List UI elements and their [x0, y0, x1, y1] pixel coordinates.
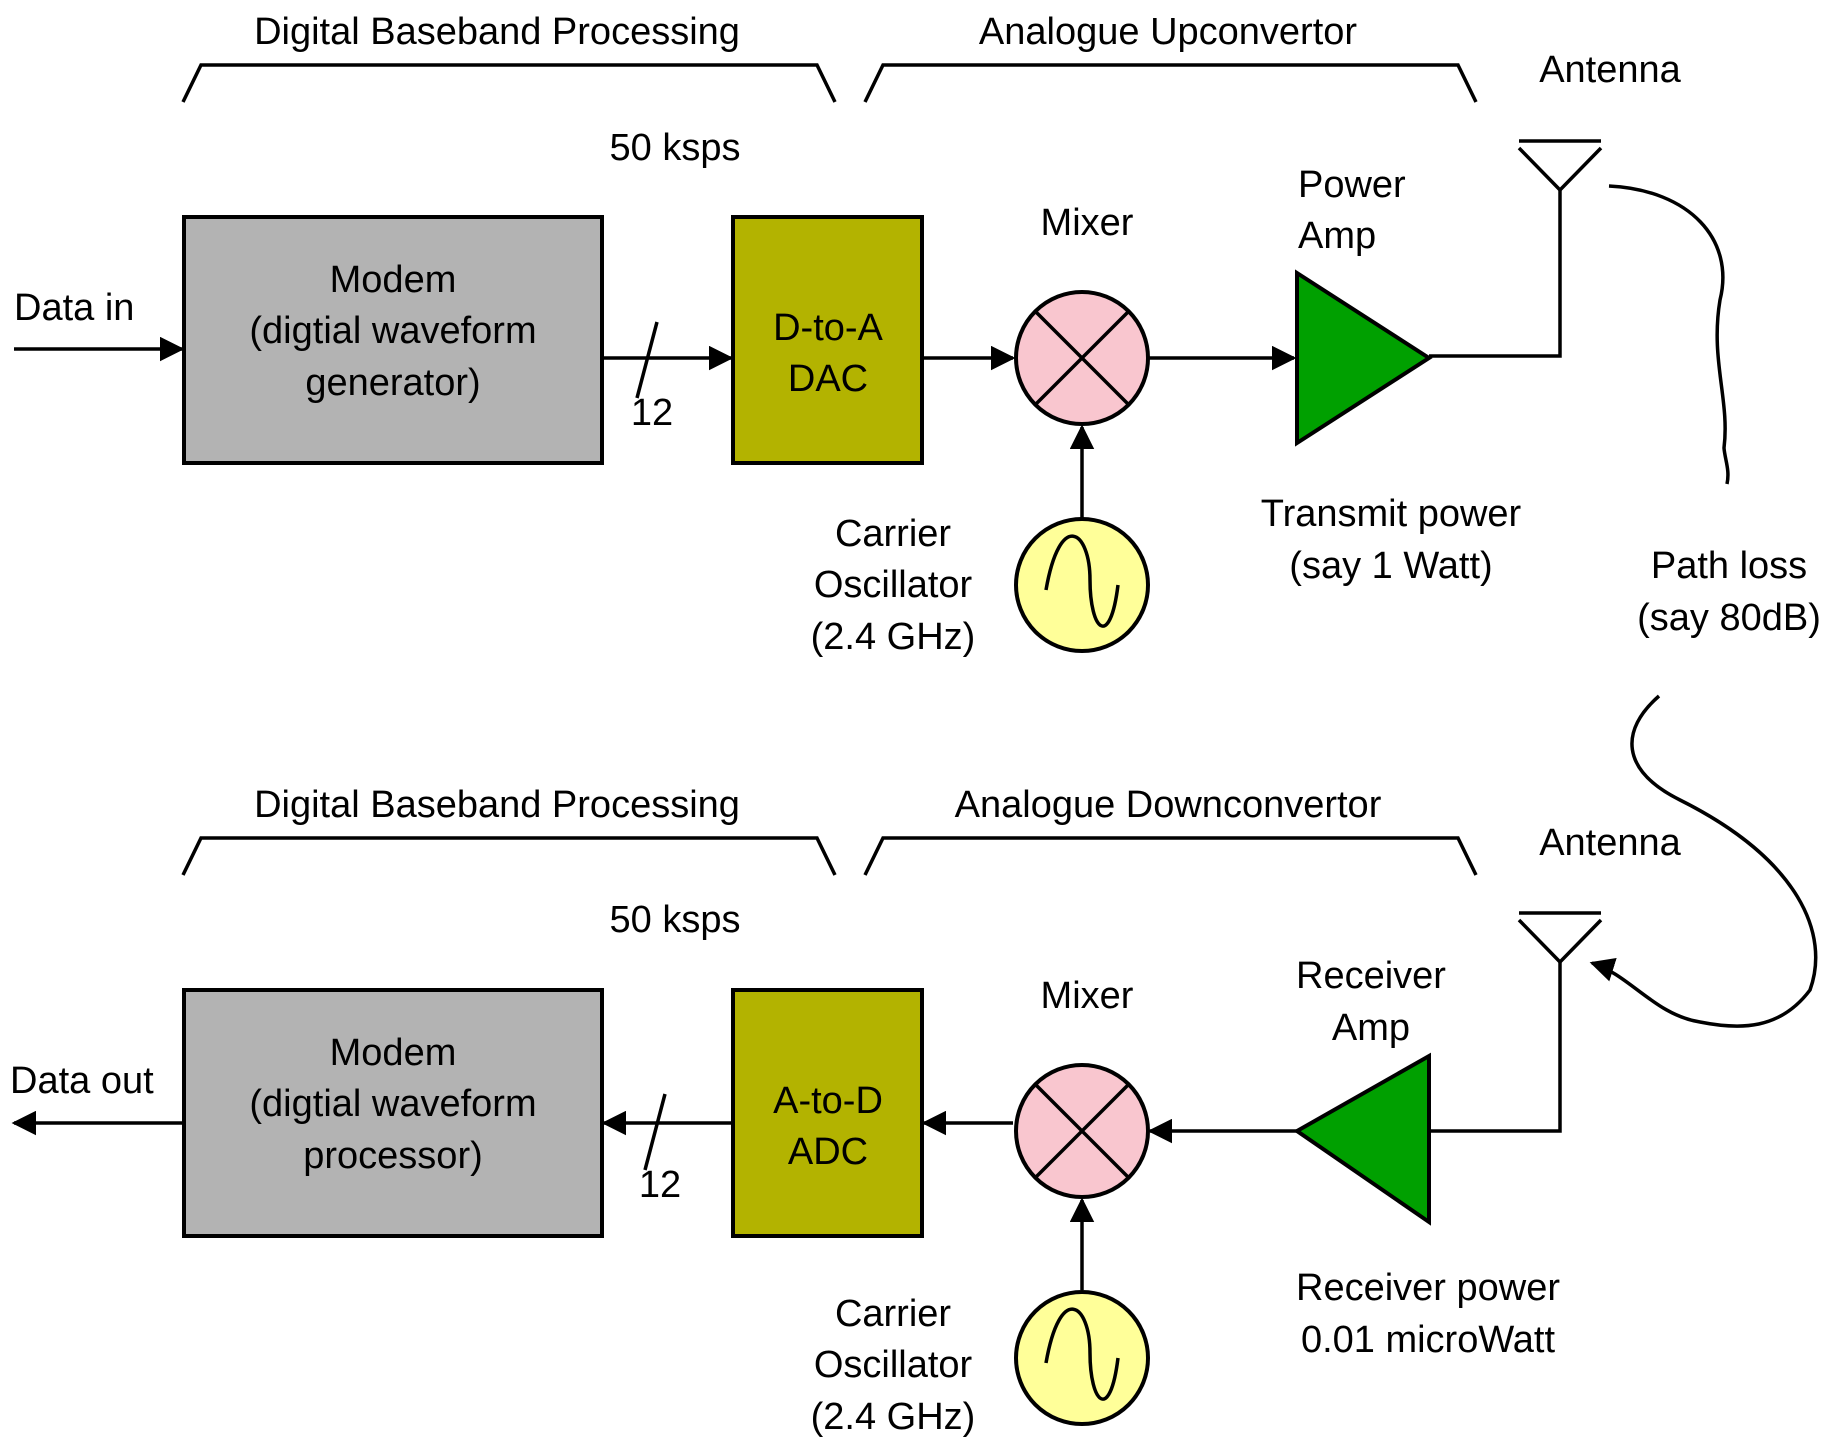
- tx-modem-label-1: Modem: [330, 259, 457, 301]
- path-loss-label-2: (say 80dB): [1637, 597, 1821, 639]
- rx-oscillator-icon: [1014, 1290, 1150, 1426]
- tx-power-label-1: Transmit power: [1261, 493, 1522, 535]
- tx-modem-block: [182, 215, 604, 465]
- tx-analogue-bracket: [863, 63, 1478, 103]
- rx-modem-label-3: processor): [303, 1135, 483, 1177]
- rx-mixer-icon: [1014, 1063, 1150, 1199]
- tx-digital-section-label: Digital Baseband Processing: [254, 11, 740, 53]
- adc-label-1: A-to-D: [773, 1080, 883, 1122]
- receiver-amp-icon: [1293, 1052, 1431, 1226]
- pa-label-2: Amp: [1298, 215, 1376, 257]
- rx-bus-slash: [643, 1093, 667, 1171]
- receiver-chain: Digital Baseband Processing Analogue Dow…: [10, 784, 1682, 1438]
- rx-modem-label-2: (digtial waveform: [249, 1083, 536, 1125]
- tx-digital-bracket: [181, 63, 837, 103]
- tx-analogue-section-label: Analogue Upconvertor: [979, 11, 1357, 53]
- tx-bus-width: 12: [631, 392, 673, 434]
- adc-label-2: ADC: [788, 1131, 868, 1173]
- antenna-to-amp-line: [1429, 962, 1562, 1133]
- rx-digital-bracket: [181, 836, 837, 876]
- tx-osc-label-3: (2.4 GHz): [811, 616, 976, 658]
- dac-label-2: DAC: [788, 358, 868, 400]
- transmitter-chain: Digital Baseband Processing Analogue Upc…: [14, 11, 1682, 658]
- rx-osc-label-3: (2.4 GHz): [811, 1396, 976, 1438]
- tx-mixer-label: Mixer: [1041, 202, 1134, 244]
- rx-digital-section-label: Digital Baseband Processing: [254, 784, 740, 826]
- rx-bus-width: 12: [639, 1164, 681, 1206]
- rx-amp-label-1: Receiver: [1296, 955, 1446, 997]
- pa-label-1: Power: [1298, 164, 1406, 206]
- tx-power-label-2: (say 1 Watt): [1289, 545, 1492, 587]
- tx-oscillator-icon: [1014, 517, 1150, 653]
- dac-block: [731, 215, 924, 465]
- tx-osc-label-1: Carrier: [835, 513, 951, 555]
- path-loss-label-1: Path loss: [1651, 545, 1807, 587]
- rx-power-label-2: 0.01 microWatt: [1301, 1319, 1556, 1361]
- data-in-label: Data in: [14, 287, 134, 329]
- rx-antenna-label: Antenna: [1539, 822, 1681, 864]
- rx-power-label-1: Receiver power: [1296, 1267, 1560, 1309]
- rx-analogue-bracket: [863, 836, 1478, 876]
- rx-amp-label-2: Amp: [1332, 1007, 1410, 1049]
- tx-bus-slash: [635, 321, 659, 399]
- path-loss-curve-upper: [1608, 184, 1730, 485]
- tx-antenna-icon: [1517, 139, 1603, 193]
- rx-analogue-section-label: Analogue Downconvertor: [955, 784, 1382, 826]
- tx-antenna-label: Antenna: [1539, 49, 1681, 91]
- tx-modem-label-3: generator): [305, 362, 480, 404]
- propagation-path: Path loss (say 80dB): [1589, 184, 1821, 1028]
- rx-modem-label-1: Modem: [330, 1032, 457, 1074]
- tx-mixer-icon: [1014, 290, 1150, 426]
- rx-sample-rate: 50 ksps: [610, 899, 741, 941]
- data-out-label: Data out: [10, 1060, 154, 1102]
- tx-osc-label-2: Oscillator: [814, 564, 973, 606]
- pa-to-antenna-line: [1429, 190, 1562, 358]
- rx-osc-label-1: Carrier: [835, 1293, 951, 1335]
- path-loss-curve-lower: [1589, 694, 1818, 1028]
- tx-sample-rate: 50 ksps: [610, 127, 741, 169]
- tx-modem-label-2: (digtial waveform: [249, 310, 536, 352]
- dac-label-1: D-to-A: [773, 307, 883, 349]
- power-amp-icon: [1295, 269, 1433, 447]
- rx-antenna-icon: [1517, 911, 1603, 965]
- rx-osc-label-2: Oscillator: [814, 1344, 973, 1386]
- rx-modem-block: [182, 988, 604, 1238]
- rx-mixer-label: Mixer: [1041, 975, 1134, 1017]
